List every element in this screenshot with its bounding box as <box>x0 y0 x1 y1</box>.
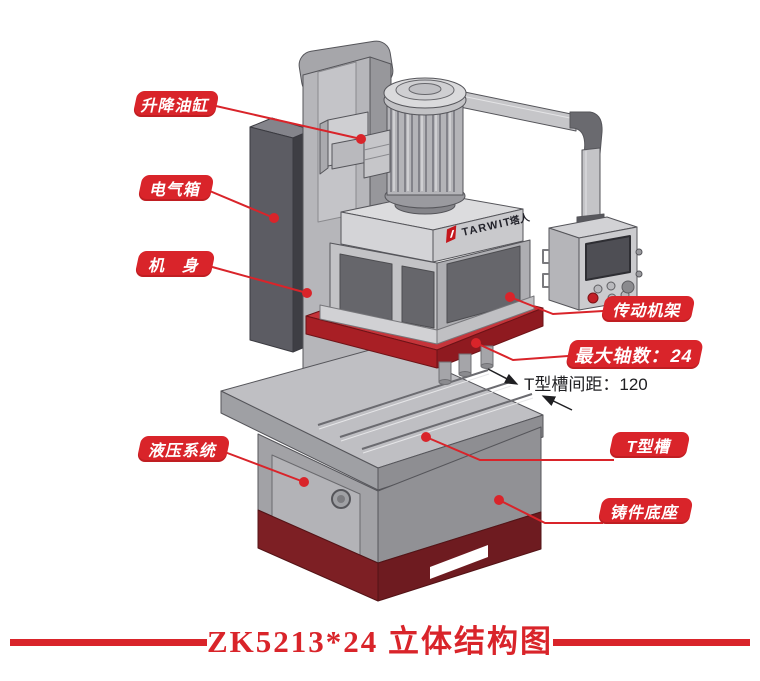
callout-max-spindle-count: 最大轴数：24 <box>564 340 705 369</box>
callout-lifting-cylinder: 升降油缸 <box>132 91 220 117</box>
callout-machine-body: 机 身 <box>134 251 216 277</box>
callout-machine-body-text: 机 身 <box>147 258 202 275</box>
callout-lifting-cylinder-text: 升降油缸 <box>139 98 212 115</box>
control-pendant-illustration <box>542 216 643 311</box>
callout-cast-base: 铸件底座 <box>597 498 694 524</box>
callout-cast-base-text: 铸件底座 <box>609 505 681 522</box>
callout-transmission-frame-text: 传动机架 <box>611 303 684 320</box>
brand-logo-icon <box>446 225 457 243</box>
callout-electrical-box: 电气箱 <box>137 175 215 201</box>
title-rule-left <box>10 639 207 646</box>
t-slot-grooves <box>317 369 533 450</box>
title-rule-right <box>553 639 750 646</box>
leader-dots <box>269 134 515 505</box>
motor-illustration <box>363 77 467 215</box>
t-slot-highlights <box>318 373 534 454</box>
callout-transmission-frame: 传动机架 <box>600 296 696 322</box>
t-slot-spacing-note: T型槽间距：120 <box>524 375 648 394</box>
gear-head-illustration: TARWIT 塔人 <box>319 192 535 345</box>
callout-hydraulic-system-text: 液压系统 <box>147 443 219 460</box>
callout-max-spindle-count-text: 最大轴数：24 <box>573 345 695 366</box>
dimension-arrows <box>487 368 573 411</box>
leader-lines <box>204 103 614 524</box>
callout-t-slot-text: T型槽 <box>624 439 674 456</box>
callout-t-slot: T型槽 <box>608 432 691 458</box>
callout-electrical-box-text: 电气箱 <box>148 182 203 199</box>
spindles-illustration <box>438 345 494 385</box>
page-title: ZK5213*24 立体结构图 <box>206 624 554 659</box>
callout-hydraulic-system: 液压系统 <box>136 436 231 462</box>
